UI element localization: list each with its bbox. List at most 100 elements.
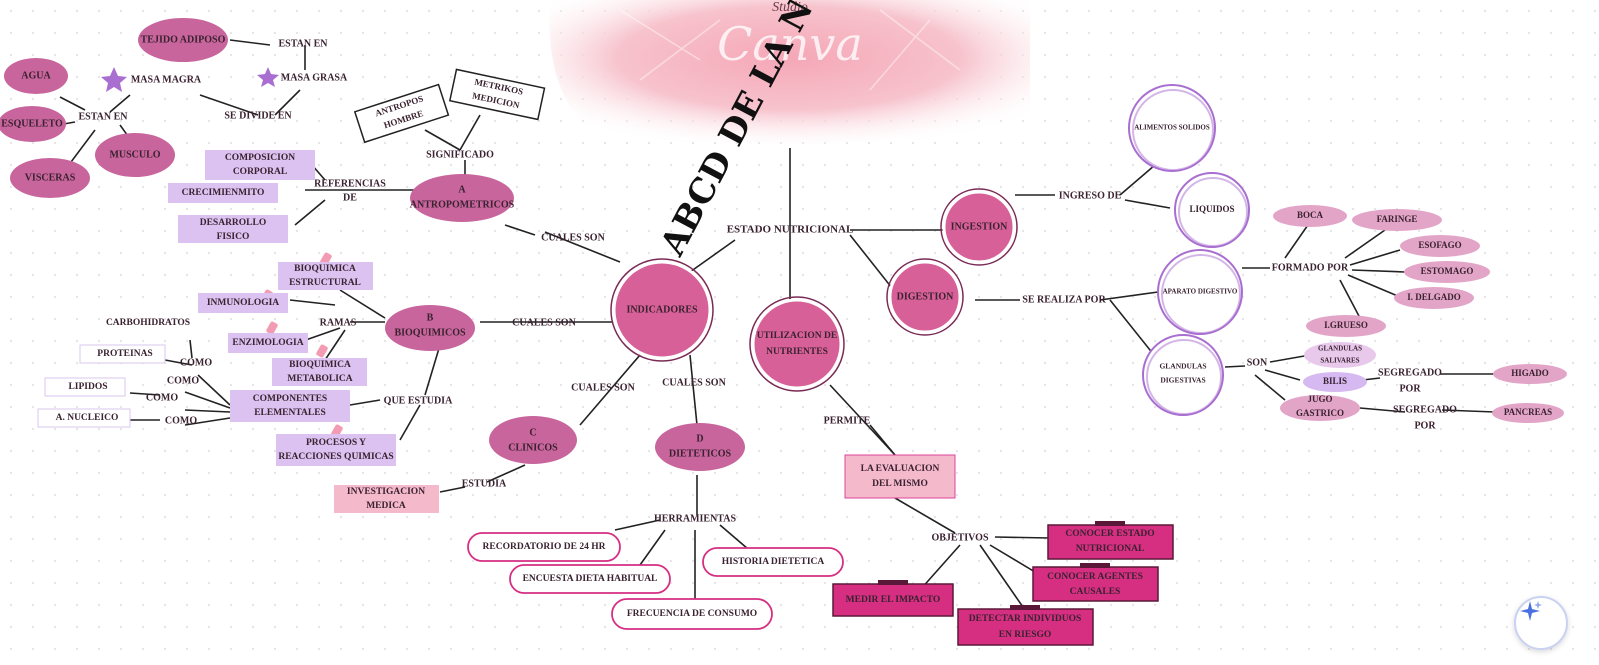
- label-como: COMO: [146, 392, 178, 403]
- label-medir: MEDIR EL IMPACTO: [846, 595, 941, 605]
- label-proteinas: PROTEINAS: [97, 349, 152, 359]
- label-se-divide: SE DIVIDE EN: [224, 110, 292, 121]
- brand-watermark: Canva: [717, 17, 863, 71]
- label-segregado: SEGREGADO: [1378, 367, 1442, 378]
- label-referencias: REFERENCIAS: [314, 178, 386, 189]
- label-encuesta: ENCUESTA DIETA HABITUAL: [523, 574, 658, 584]
- label-carbohidratos: CARBOHIDRATOS: [106, 318, 190, 328]
- label-visceras: VISCERAS: [25, 172, 76, 183]
- center-label: ESTADO NUTRICIONAL: [727, 224, 854, 236]
- label-dieteticos-letter: D: [696, 433, 703, 444]
- label-pancreas: PANCREAS: [1504, 407, 1552, 417]
- organ-tags[interactable]: BOCA FARINGE ESOFAGO ESTOMAGO I. DELGADO…: [1273, 205, 1567, 423]
- sparkle-icon: [1520, 601, 1542, 621]
- label-alimentos: ALIMENTOS SOLIDOS: [1134, 124, 1210, 132]
- label-glandulas: GLANDULAS: [1159, 362, 1206, 371]
- node-utilizacion[interactable]: UTILIZACION DE NUTRIENTES: [749, 296, 845, 392]
- plain-labels: ESTADO NUTRICIONAL CUALES SON CUALES SON…: [79, 38, 1458, 543]
- node-digestion[interactable]: DIGESTION: [886, 258, 964, 336]
- connector-lines: [57, 39, 1496, 611]
- label-indicadores: INDICADORES: [626, 304, 698, 315]
- label-i-delgado: I. DELGADO: [1407, 292, 1461, 302]
- star-icon: [101, 67, 127, 92]
- tool-pills[interactable]: [467, 532, 844, 630]
- label-masa-grasa: MASA GRASA: [281, 72, 348, 83]
- label-segregado: POR: [1414, 420, 1436, 431]
- tool-pill-labels: RECORDATORIO DE 24 HR ENCUESTA DIETA HAB…: [483, 542, 825, 619]
- label-investigacion: MEDICA: [366, 501, 406, 511]
- label-bio-letter: B: [427, 312, 434, 323]
- label-herramientas: HERRAMIENTAS: [654, 513, 736, 524]
- label-historia: HISTORIA DIETETICA: [722, 557, 825, 567]
- label-componentes: COMPONENTES: [253, 394, 327, 404]
- label-utilizacion-1: UTILIZACION DE: [757, 331, 838, 341]
- label-investigacion: INVESTIGACION: [347, 487, 425, 497]
- digestive-circles[interactable]: [1128, 84, 1250, 416]
- node-indicadores[interactable]: INDICADORES: [610, 258, 714, 362]
- label-bq-estructural: BIOQUIMICA: [294, 264, 356, 274]
- label-conocer-estado: NUTRICIONAL: [1076, 544, 1145, 554]
- label-cuales-son: CUALES SON: [662, 377, 726, 388]
- label-desarrollo: FISICO: [217, 232, 250, 242]
- label-esofago: ESOFAGO: [1418, 240, 1461, 250]
- etymology-tags[interactable]: ANTROPOS HOMBRE METRIKOS MEDICION: [353, 68, 546, 144]
- label-bq-metabolica: METABOLICA: [287, 374, 352, 384]
- label-bilis: BILIS: [1323, 376, 1347, 386]
- label-referencias: DE: [343, 192, 357, 203]
- small-boxes[interactable]: CARBOHIDRATOS PROTEINAS LIPIDOS A. NUCLE…: [37, 318, 190, 428]
- label-detectar: EN RIESGO: [999, 630, 1052, 640]
- label-musculo: MUSCULO: [109, 149, 160, 160]
- label-formado: FORMADO POR: [1272, 262, 1349, 273]
- label-como: COMO: [165, 415, 197, 426]
- label-frecuencia: FRECUENCIA DE CONSUMO: [627, 609, 757, 619]
- label-conocer-agentes: CONOCER AGENTES: [1047, 572, 1143, 582]
- label-evaluacion: LA EVALUACION: [861, 464, 940, 474]
- label-segregado: SEGREGADO: [1393, 404, 1457, 415]
- label-como: COMO: [167, 375, 199, 386]
- label-estudia: ESTUDIA: [462, 478, 507, 489]
- label-masa-magra: MASA MAGRA: [131, 74, 202, 85]
- node-ingestion[interactable]: INGESTION: [940, 188, 1018, 266]
- label-dieteticos: DIETETICOS: [669, 448, 732, 459]
- label-agua: AGUA: [21, 70, 51, 81]
- node-evaluacion[interactable]: LA EVALUACION DEL MISMO: [844, 454, 956, 499]
- objective-tags[interactable]: CONOCER ESTADO NUTRICIONAL CONOCER AGENT…: [832, 521, 1174, 646]
- label-bq-metabolica: BIOQUIMICA: [289, 360, 351, 370]
- brand-subtitle: Studio: [772, 0, 808, 15]
- label-tejido: TEJIDO ADIPOSO: [141, 34, 226, 45]
- label-gl-salivares: SALIVARES: [1320, 357, 1359, 365]
- lilac-nodes[interactable]: COMPOSICION CORPORAL CRECIMIENMITO DESAR…: [168, 150, 396, 466]
- label-antro-letter: A: [458, 184, 466, 195]
- label-faringe: FARINGE: [1377, 214, 1418, 224]
- label-ingestion: INGESTION: [951, 221, 1008, 232]
- label-clinicos: CLINICOS: [508, 442, 558, 453]
- label-cuales-son: CUALES SON: [571, 382, 635, 393]
- label-detectar: DETECTAR INDIVIDUOS: [969, 614, 1082, 624]
- label-enzimologia: ENZIMOLOGIA: [232, 338, 303, 348]
- label-se-realiza: SE REALIZA POR: [1022, 294, 1106, 305]
- label-glandulas: DIGESTIVAS: [1160, 376, 1205, 385]
- label-clinicos-letter: C: [529, 427, 536, 438]
- label-composicion: COMPOSICION: [225, 153, 295, 163]
- label-cuales-son: CUALES SON: [541, 232, 605, 243]
- label-bq-estructural: ESTRUCTURAL: [289, 278, 361, 288]
- label-ramas: RAMAS: [320, 317, 357, 328]
- node-investigacion[interactable]: INVESTIGACION MEDICA: [334, 485, 439, 513]
- label-bio: BIOQUIMICOS: [394, 327, 466, 338]
- label-objetivos: OBJETIVOS: [931, 532, 988, 543]
- label-jugo: JUGO: [1307, 394, 1332, 404]
- label-boca: BOCA: [1297, 210, 1324, 220]
- label-son: SON: [1247, 357, 1268, 368]
- label-recordatorio: RECORDATORIO DE 24 HR: [483, 542, 606, 552]
- blob-nodes[interactable]: A ANTROPOMETRICOS B BIOQUIMICOS C CLINIC…: [0, 18, 745, 471]
- label-jugo: GASTRICO: [1296, 408, 1344, 418]
- label-que-estudia: QUE ESTUDIA: [384, 395, 453, 406]
- label-conocer-estado: CONOCER ESTADO: [1065, 529, 1154, 539]
- label-gl-salivares: GLANDULAS: [1318, 345, 1362, 353]
- star-icon: [257, 67, 279, 87]
- label-i-grueso: I.GRUESO: [1324, 320, 1368, 330]
- label-estomago: ESTOMAGO: [1421, 266, 1474, 276]
- magic-assistant-button[interactable]: [1514, 596, 1568, 650]
